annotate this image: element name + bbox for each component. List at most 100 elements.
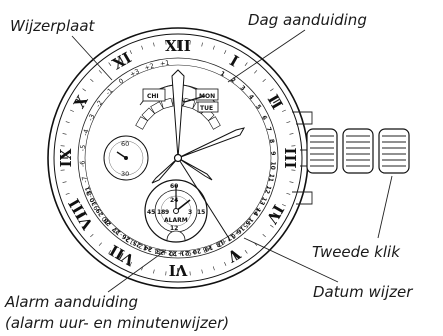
alarm-word: ALARM [164,217,188,224]
minute-tick [262,78,266,82]
time-zone-number: -2 [94,99,104,109]
date-number: 17 [225,232,236,242]
minute-tick [98,242,102,246]
alarm-9: 9 [165,209,169,216]
minute-tick [289,181,294,183]
date-number: 28 [102,216,113,227]
minute-tick [70,109,74,112]
day-window-right2 [197,101,219,113]
time-zone-number: +10 [169,249,183,257]
date-number: 22 [168,249,177,256]
label-alarm-aanduiding: Alarm aanduiding [4,293,138,311]
time-zone-number: +8 [202,244,214,255]
minute-tick [282,109,286,112]
minute-tick [129,262,132,266]
date-number: 31 [84,185,93,195]
main-hands [151,69,246,241]
time-zone-number: 0 [117,77,125,86]
label-datum-wijzer: Datum wijzer [313,283,413,301]
alarm-15: 15 [197,209,205,216]
alarm-45: 45 [147,209,155,216]
minute-tick [289,133,294,135]
minute-tick [201,269,203,274]
time-zone-number: -1 [104,87,114,97]
minute-tick [108,62,112,66]
date-number: 9 [269,151,276,156]
left-subdial: 60 30 [103,135,149,181]
time-zone-number: +3 [129,67,141,78]
time-zone-ring: +1+2+30-1-2-3-4-5-6-7-8-9-10-11-12+12+11… [78,59,263,258]
minute-tick [62,181,67,183]
minute-ticks [60,40,296,276]
minute-tick [262,234,266,238]
minute-tick [118,252,124,261]
minute-tick [244,62,248,66]
day-indicator-subdial: CHI MON TUE [135,84,221,130]
date-number: 15 [244,216,255,227]
minute-tick [212,45,215,50]
date-number: 12 [263,184,272,194]
alarm-12: 12 [170,225,178,232]
minute-tick [286,192,291,195]
date-number: 16 [235,224,246,235]
date-number: 29 [95,207,106,218]
time-zone-number: -4 [81,128,90,136]
minute-tick [244,250,248,254]
minute-tick [270,88,274,92]
day-label-mon: MON [199,93,215,100]
alarm-24: 24 [170,197,178,204]
roman-numeral: VI [169,261,189,279]
time-zone-number: +9 [187,248,198,257]
alarm-60: 60 [170,183,178,190]
minute-tick [224,262,227,266]
minute-tick [98,70,102,74]
crown-1 [306,128,338,174]
minute-tick [118,55,124,64]
date-number: 13 [258,196,268,207]
left-subdial-60: 60 [121,140,129,148]
day-window-segment [141,107,156,122]
alarm-subdial: 60 45 15 24 18 12 ALARM 3 9 [144,179,208,243]
date-number: 30 [89,196,99,207]
minute-tick [286,121,291,124]
date-number: 10 [269,161,277,170]
minute-tick [270,224,274,228]
minute-tick [82,88,86,92]
minute-tick [62,133,67,135]
day-label-tue: TUE [200,105,213,112]
date-number: 3 [239,84,247,92]
minute-tick [108,250,112,254]
minute-tick [65,192,70,195]
time-zone-number: +7 [216,237,228,249]
minute-tick [70,204,74,207]
roman-numeral: IX [57,148,75,167]
date-number: 23 [155,247,165,255]
date-number: 26 [121,232,132,242]
minute-tick [282,204,286,207]
roman-numeral: III [281,147,299,168]
minute-tick [272,212,281,218]
date-number: 21 [180,249,189,257]
label-dag-aanduiding: Dag aanduiding [248,11,367,29]
time-zone-number: -6 [78,160,86,167]
day-window-left [142,88,166,102]
crown-positions [306,128,410,174]
day-window-segment [135,116,149,130]
minute-tick [201,42,203,47]
date-number: 2 [229,76,236,84]
time-zone-number: -8 [85,190,95,199]
date-number: 25 [132,239,143,249]
label-alarm-sub: (alarm uur- en minutenwijzer) [5,314,229,332]
minute-tick [212,266,215,271]
leader-lines [71,29,393,293]
crown-2 [342,128,374,174]
minute-tick [90,78,94,82]
date-number: 20 [192,247,202,256]
date-number: 8 [268,138,276,143]
minute-tick [272,98,281,104]
date-number: 18 [215,238,226,248]
minute-tick [232,252,238,261]
minute-tick [224,50,227,54]
day-window-segment [150,101,164,115]
